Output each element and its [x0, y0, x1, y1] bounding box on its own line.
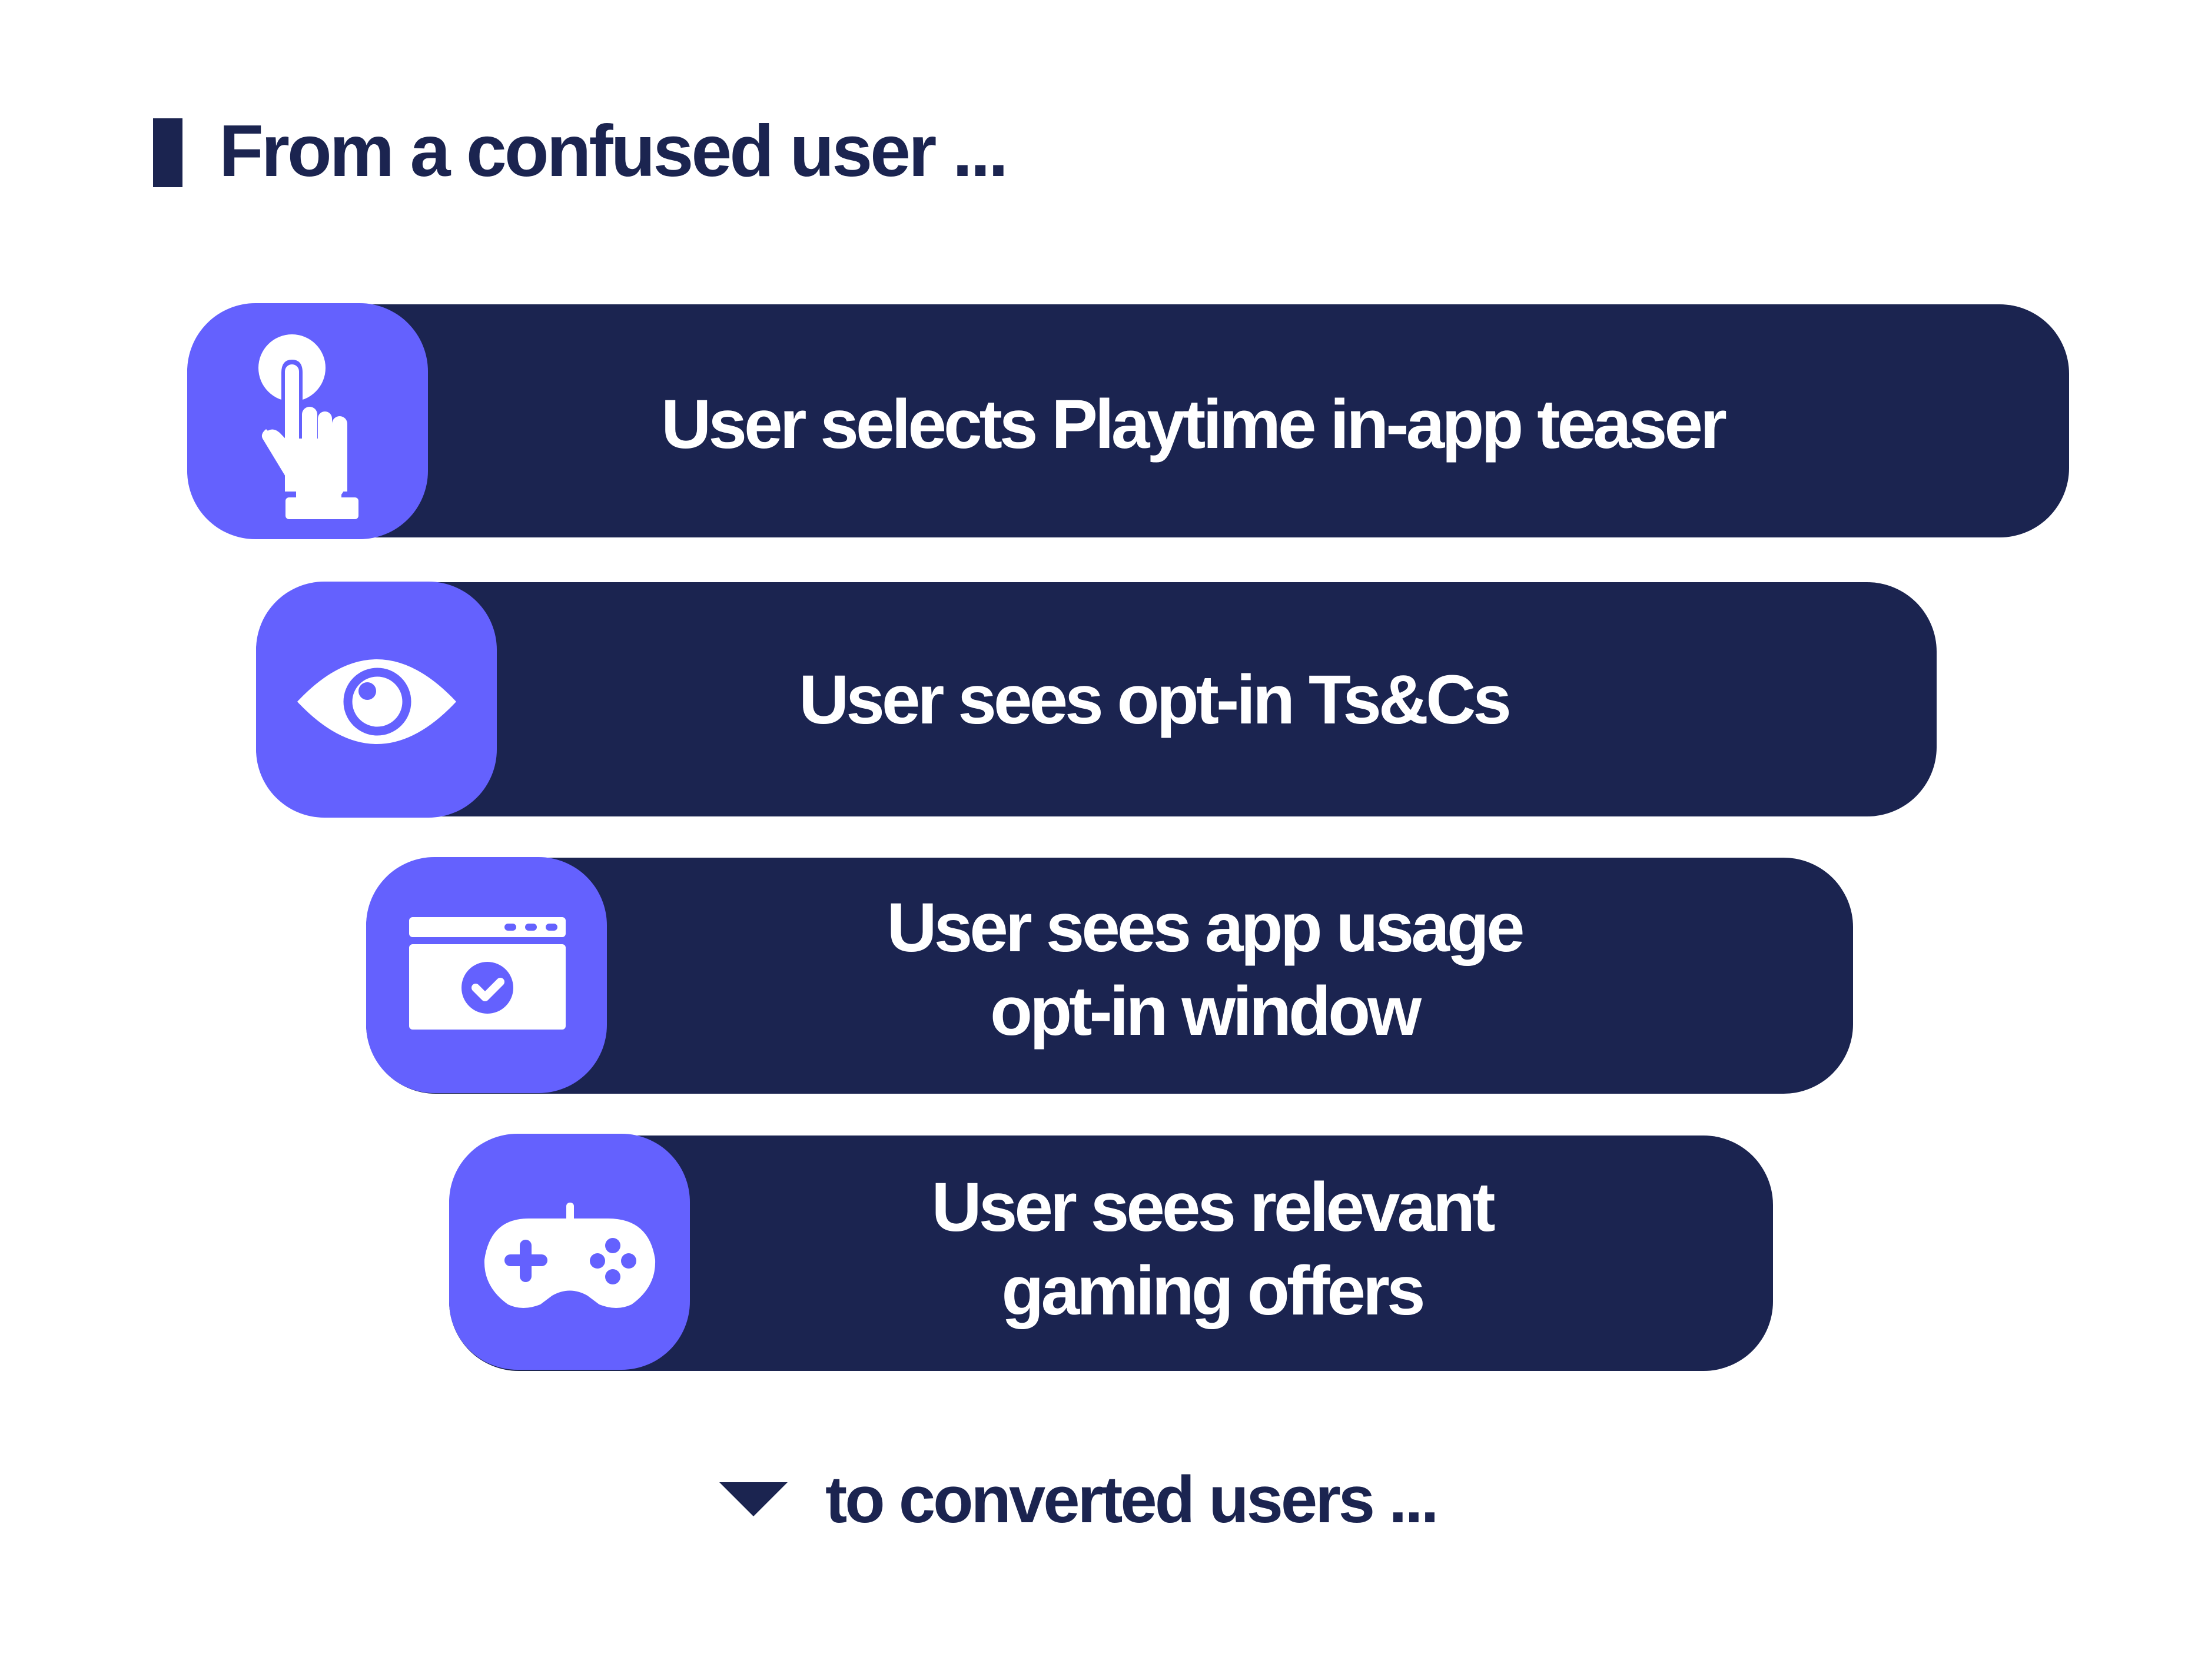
page-title: From a confused user ...: [219, 111, 1008, 192]
step-label: User selects Playtime in-app teaser: [661, 383, 1727, 466]
step-label: User sees app usage opt-in window: [886, 886, 1525, 1053]
step-icon-box: [256, 582, 497, 818]
gamepad-icon: [484, 1203, 656, 1308]
step-label-line: gaming offers: [1001, 1252, 1425, 1330]
step-label-line: User selects Playtime in-app teaser: [661, 386, 1727, 463]
footer-caption: to converted users ...: [825, 1463, 1439, 1536]
heading-accent-bar: [153, 118, 182, 187]
step-label-line: User sees relevant: [931, 1168, 1495, 1246]
step-label: User sees opt-in Ts&Cs: [799, 658, 1512, 742]
browser-window-check-icon: [409, 917, 566, 1030]
step-bar: [256, 582, 1937, 816]
tap-hand-icon: [258, 334, 358, 519]
eye-icon: [297, 659, 456, 744]
step-label-line: User sees opt-in Ts&Cs: [799, 661, 1512, 739]
step-icon-box: [449, 1134, 690, 1370]
step-bar: [187, 304, 2069, 537]
step-label: User sees relevant gaming offers: [931, 1166, 1495, 1333]
step-label-line: opt-in window: [990, 972, 1422, 1050]
step-label-line: User sees app usage: [886, 889, 1525, 967]
triangle-down-icon: [719, 1482, 788, 1516]
step-icon-box: [187, 303, 428, 539]
step-bar: [366, 858, 1853, 1094]
step-icon-box: [366, 857, 607, 1093]
